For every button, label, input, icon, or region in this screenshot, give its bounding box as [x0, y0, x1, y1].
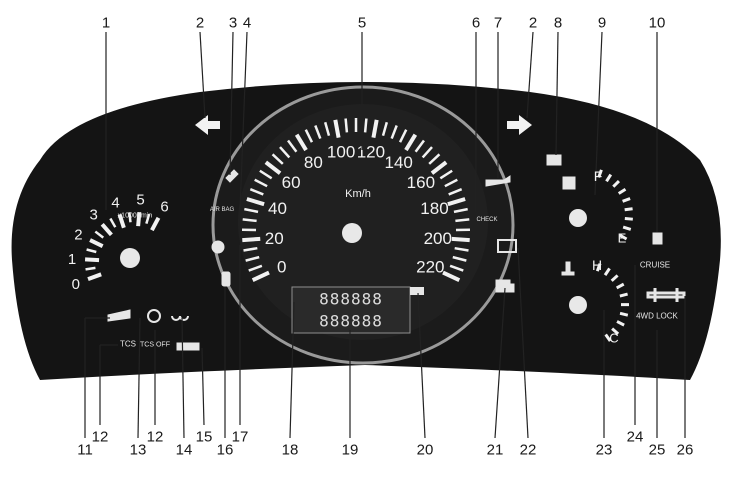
speedo-label: 180 — [420, 199, 448, 218]
temp-hot-label: H — [592, 257, 602, 273]
speedo-label: 0 — [277, 258, 286, 277]
callout-bottom-12: 12 — [92, 429, 109, 446]
speedo-label: 40 — [268, 199, 287, 218]
callout-top-2: 2 — [529, 15, 537, 32]
callout-bottom-25: 25 — [649, 442, 666, 459]
low-fuel-icon — [653, 233, 662, 244]
tacho-label: 3 — [89, 207, 97, 224]
temp-tick — [620, 294, 628, 296]
tacho-label: 2 — [74, 227, 82, 244]
speedo-label: 100 — [327, 142, 355, 161]
tacho-tick — [85, 259, 99, 260]
tacho-label: 0 — [72, 276, 80, 293]
callout-bottom-13: 13 — [130, 442, 147, 459]
callout-top-9: 9 — [598, 15, 606, 32]
callout-bottom-23: 23 — [596, 442, 613, 459]
callout-top-1: 1 — [102, 15, 110, 32]
speedo-label: 120 — [357, 142, 385, 161]
callout-bottom-26: 26 — [677, 442, 694, 459]
tacho-needle-hub — [120, 248, 140, 268]
speedo-label: 220 — [416, 258, 444, 277]
callout-bottom-22: 22 — [520, 442, 537, 459]
speedo-tick — [242, 239, 260, 240]
callout-bottom-18: 18 — [282, 442, 299, 459]
tacho-label: 4 — [111, 194, 119, 211]
4wd-lock-label: 4WD LOCK — [636, 312, 678, 321]
callout-bottom-15: 15 — [196, 429, 213, 446]
check-label: CHECK — [476, 217, 497, 223]
callout-top-7: 7 — [494, 15, 502, 32]
callout-bottom-12: 12 — [147, 429, 164, 446]
callout-top-4: 4 — [243, 15, 251, 32]
fuel-needle-hub — [569, 209, 587, 227]
callout-bottom-19: 19 — [342, 442, 359, 459]
speedo-tick — [243, 219, 257, 221]
airbag-warning-icon — [212, 241, 224, 253]
callout-bottom-21: 21 — [487, 442, 504, 459]
odo-reset-button — [410, 287, 424, 295]
temp-tick — [620, 313, 628, 315]
speedo-tick — [452, 239, 470, 240]
fuel-empty-label: E — [618, 231, 627, 246]
callout-top-10: 10 — [649, 15, 666, 32]
fuel-tick — [625, 209, 633, 210]
tcs-off-label: TCS OFF — [140, 342, 170, 349]
callout-top-2: 2 — [196, 15, 204, 32]
speedo-label: 160 — [407, 173, 435, 192]
speedo-tick — [346, 118, 347, 132]
speedo-label: 80 — [304, 153, 323, 172]
speedo-tick — [365, 118, 366, 132]
high-beam-icon — [547, 155, 561, 165]
speedo-label: 60 — [282, 173, 301, 192]
callout-bottom-20: 20 — [417, 442, 434, 459]
odometer-top-row: 888888 — [319, 290, 383, 309]
callout-top-3: 3 — [229, 15, 237, 32]
cruise-label: CRUISE — [640, 261, 670, 270]
callout-top-8: 8 — [554, 15, 562, 32]
speedo-label: 20 — [265, 229, 284, 248]
tacho-label: 6 — [160, 199, 168, 216]
fuel-pump-icon — [563, 177, 575, 189]
speedo-label: 140 — [384, 153, 412, 172]
door-ajar-icon — [222, 272, 230, 286]
tacho-tick — [86, 268, 96, 269]
speedo-needle-hub — [342, 223, 362, 243]
callout-top-6: 6 — [472, 15, 480, 32]
callout-top-5: 5 — [358, 15, 366, 32]
fuel-tick — [625, 218, 633, 219]
fog-lamp-icon — [177, 343, 199, 350]
temp-cold-label: C — [609, 331, 618, 346]
callout-bottom-24: 24 — [627, 429, 644, 446]
airbag-label: AIR BAG — [210, 207, 234, 213]
speedometer-unit: Km/h — [345, 188, 371, 200]
temp-needle-hub — [569, 296, 587, 314]
tachometer-unit: x1000r/min — [118, 213, 153, 220]
fuel-full-label: F — [594, 168, 603, 184]
tacho-label: 5 — [136, 191, 144, 208]
tacho-label: 1 — [68, 251, 76, 268]
callout-bottom-11: 11 — [77, 442, 93, 459]
callout-bottom-14: 14 — [176, 442, 193, 459]
speedo-label: 200 — [424, 229, 452, 248]
tcs-label: TCS — [120, 340, 136, 349]
callout-bottom-17: 17 — [232, 429, 249, 446]
odometer-bottom-row: 888888 — [319, 312, 383, 331]
speedo-tick — [455, 219, 469, 221]
